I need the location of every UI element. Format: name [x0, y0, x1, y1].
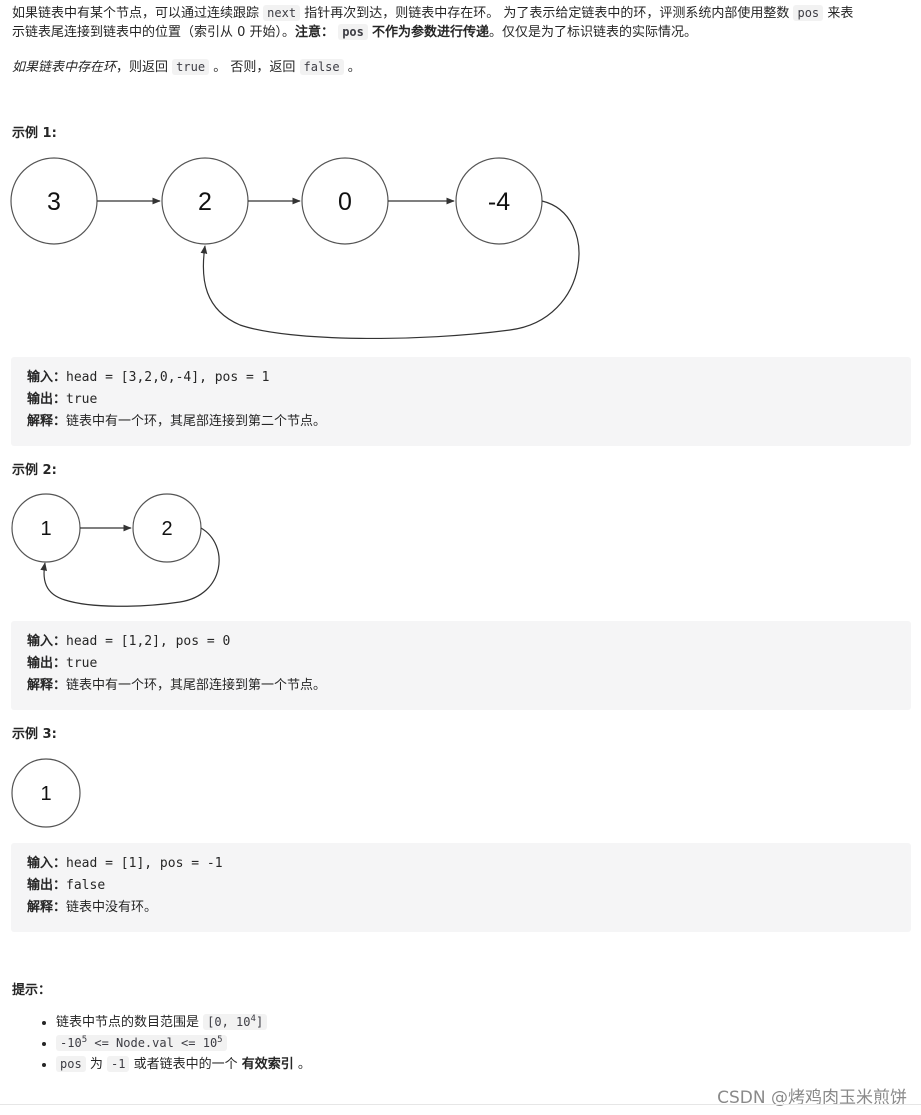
input-line: 输入：head = [1], pos = -1	[27, 856, 223, 871]
node-count-range: [0, 104]	[203, 1014, 268, 1030]
example-3-heading: 示例 3:	[12, 727, 57, 742]
inline-code-next: next	[263, 5, 301, 21]
node-value: 2	[198, 188, 212, 216]
input-line: 输入：head = [1,2], pos = 0	[27, 634, 231, 649]
list-item: pos 为 -1 或者链表中的一个 有效索引 。	[56, 1054, 311, 1075]
example-1-heading: 示例 1:	[12, 126, 57, 141]
explain-line: 解释：链表中有一个环，其尾部连接到第二个节点。	[27, 414, 327, 429]
node-value: 3	[47, 188, 61, 216]
list-item: -105 <= Node.val <= 105	[56, 1033, 311, 1054]
explain-line: 解释：链表中没有环。	[27, 900, 158, 915]
not-passed-text: 不作为参数进行传递	[372, 25, 490, 40]
tips-heading: 提示：	[12, 983, 52, 998]
bottom-divider	[0, 1104, 921, 1105]
output-line: 输出：true	[27, 656, 98, 671]
csdn-watermark: CSDN @烤鸡肉玉米煎饼	[717, 1088, 907, 1108]
example-1-code-block: 输入：head = [3,2,0,-4], pos = 1 输出：true 解释…	[11, 357, 911, 446]
example-3-code-block: 输入：head = [1], pos = -1 输出：false 解释：链表中没…	[11, 843, 911, 932]
value-range: -105 <= Node.val <= 105	[56, 1035, 227, 1051]
node-value: 1	[40, 783, 51, 805]
inline-code-false: false	[299, 59, 344, 75]
node-circle	[11, 758, 81, 828]
cycle-exists-text: 如果链表中存在环	[12, 60, 117, 75]
example-2-diagram: 1 2	[11, 493, 220, 607]
explain-line: 解释：链表中有一个环，其尾部连接到第一个节点。	[27, 678, 327, 693]
example-1-diagram: 3 2 0 -4	[10, 157, 580, 340]
node-value: 1	[40, 518, 51, 540]
cycle-arrow	[40, 527, 220, 607]
inline-code-pos-bold: pos	[338, 24, 368, 40]
list-item: 链表中节点的数目范围是 [0, 104]	[56, 1012, 311, 1033]
example-3-diagram: 1	[11, 758, 81, 828]
example-2-heading: 示例 2:	[12, 463, 57, 478]
intro-line-2: 示链表尾连接到链表中的位置（索引从 0 开始）。注意： pos 不作为参数进行传…	[12, 24, 698, 40]
node-value: 2	[161, 518, 172, 540]
node-value: -4	[488, 188, 510, 216]
intro-line-3: 如果链表中存在环，则返回 true 。 否则，返回 false 。	[12, 59, 361, 75]
example-2-code-block: 输入：head = [1,2], pos = 0 输出：true 解释：链表中有…	[11, 621, 911, 710]
output-line: 输出：false	[27, 878, 106, 893]
inline-code-true: true	[172, 59, 210, 75]
intro-line-1: 如果链表中有某个节点，可以通过连续跟踪 next 指针再次到达，则链表中存在环。…	[12, 5, 854, 21]
node-value: 0	[338, 188, 352, 216]
tips-list: 链表中节点的数目范围是 [0, 104] -105 <= Node.val <=…	[0, 1012, 311, 1075]
note-label: 注意：	[295, 25, 335, 40]
output-line: 输出：true	[27, 392, 98, 407]
inline-code-pos: pos	[793, 5, 824, 21]
cycle-arrow	[200, 200, 580, 340]
input-line: 输入：head = [3,2,0,-4], pos = 1	[27, 370, 270, 385]
